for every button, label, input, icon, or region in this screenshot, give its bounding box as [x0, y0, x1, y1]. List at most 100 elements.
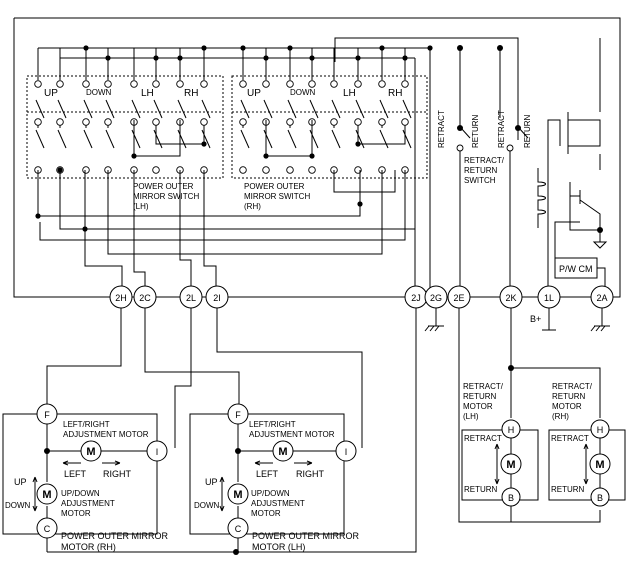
rmotor-lh-label-1: RETRACT/ — [463, 382, 504, 391]
label-lh-rh: LH — [343, 88, 356, 99]
switch-lh-contact-3 — [82, 48, 93, 174]
label-down-rh: DOWN — [290, 88, 316, 97]
junction-2K — [508, 365, 514, 371]
switch-rh-contact-1 — [239, 48, 250, 174]
motor-lr-lh-glyph: M — [278, 446, 287, 458]
switch-rh-contact-3 — [286, 48, 297, 174]
label-up-rh: UP — [247, 88, 261, 99]
retract-switch-label-2: RETURN — [464, 166, 498, 175]
lr-motor-rh-label-1: LEFT/RIGHT — [63, 420, 110, 429]
label-rh-lh: RH — [184, 88, 198, 99]
down-label-lh: DOWN — [194, 501, 220, 510]
connector-2G-label: 2G — [430, 293, 442, 303]
connector-1L-label: 1L — [544, 293, 554, 303]
pw-cm-label: P/W CM — [559, 264, 593, 274]
top-junctions — [35, 45, 433, 232]
ud-motor-rh-label-3: MOTOR — [61, 509, 91, 518]
wire-rh-lower — [333, 170, 396, 193]
rmotor-rh-glyph: M — [595, 459, 604, 471]
rmotor-lh-label-4: (LH) — [463, 412, 479, 421]
connector-2L-label: 2L — [186, 293, 196, 303]
retract-label-2: RETRACT — [497, 110, 506, 148]
motor-lr-rh-glyph: M — [86, 446, 95, 458]
wire-2I-down — [216, 308, 363, 448]
return-label-2: RETURN — [523, 114, 532, 148]
terminal-F-rh-label: F — [44, 410, 50, 420]
wire-lower-2 — [59, 170, 415, 230]
connector-2K-label: 2K — [505, 293, 516, 303]
motor-ud-rh — [36, 483, 58, 505]
rh-junction — [44, 448, 50, 454]
connectors: 2H 2C 2L 2I 2J 2G 2E 2K 1L 2A — [109, 285, 614, 309]
right-label-rh: RIGHT — [103, 469, 132, 479]
left-label-lh: LEFT — [256, 469, 279, 479]
mirror-motor-lh-box — [189, 413, 345, 535]
label-lh-lh: LH — [141, 88, 154, 99]
ud-motor-rh-label-2: ADJUSTMENT — [61, 499, 115, 508]
label-up-lh: UP — [44, 88, 58, 99]
wire-2E-down — [458, 308, 601, 523]
retract-return-switch — [456, 45, 529, 288]
relay-circuit — [537, 38, 608, 297]
b-plus-label: B+ — [530, 314, 541, 324]
wire-2H — [84, 170, 123, 288]
wire-2J-down — [236, 308, 417, 553]
rh-internal-link-2 — [357, 125, 406, 145]
switch-rh-contact-6 — [354, 48, 365, 174]
terminal-C-lh-label: C — [235, 524, 242, 534]
ud-motor-rh-label-1: UP/DOWN — [61, 489, 100, 498]
terminal-I-rh-label: I — [156, 447, 159, 457]
switch-lh-contact-7 — [176, 48, 187, 174]
switch-rh-box — [231, 75, 428, 179]
rmotor-rh-label-1: RETRACT/ — [552, 382, 593, 391]
wire-2C-down — [144, 308, 240, 404]
up-label-lh: UP — [205, 477, 218, 487]
ud-arrows-lh — [219, 476, 225, 512]
switch-lh-label-1: POWER OUTER — [133, 182, 194, 191]
switch-rh-contact-8 — [401, 48, 412, 174]
rmotor-rh-box — [548, 429, 626, 501]
switch-lh-contact-1 — [34, 48, 45, 174]
connector-2I-label: 2I — [213, 293, 221, 303]
switch-lh-label-2: MIRROR SWITCH — [133, 192, 199, 201]
label-rh-rh: RH — [388, 88, 402, 99]
terminal-F-lh-label: F — [235, 410, 241, 420]
wire-2L-down — [174, 308, 192, 448]
rmotor-rh-label-2: RETURN — [552, 392, 586, 401]
connector-2H-label: 2H — [115, 293, 127, 303]
connector-2C-label: 2C — [139, 293, 151, 303]
lh-junction — [235, 448, 241, 454]
wire-lower-4 — [107, 170, 383, 255]
wire-2K-down — [510, 308, 601, 418]
lr-arrows-rh — [62, 460, 121, 466]
mirror-rh-label-2: MOTOR (RH) — [61, 542, 116, 552]
retract-label-1: RETRACT — [437, 110, 446, 148]
switch-lh-contact-4 — [104, 48, 115, 174]
rh-internal-link-1 — [265, 120, 313, 157]
mirror-lh-label-2: MOTOR (LH) — [252, 542, 305, 552]
rmotor-lh-label-3: MOTOR — [463, 402, 493, 411]
rmotor-rh — [589, 453, 611, 475]
wire-lower-1 — [37, 170, 361, 217]
switch-lh-contact-6 — [152, 48, 163, 174]
down-label-rh: DOWN — [5, 501, 31, 510]
unit-boundary — [13, 17, 621, 298]
lr-arrows-lh — [254, 460, 313, 466]
switch-lh-box — [26, 75, 224, 179]
lh-internal-link-1 — [133, 120, 181, 157]
wire-2H-down — [46, 308, 122, 404]
ud-motor-lh-label-2: ADJUSTMENT — [251, 499, 305, 508]
connector-2A-label: 2A — [596, 293, 607, 303]
rmotor-rh-retract: RETRACT — [551, 434, 589, 443]
switch-rh-label-2: MIRROR SWITCH — [244, 192, 310, 201]
connector-2J-label: 2J — [411, 293, 421, 303]
ground-symbols — [424, 308, 610, 332]
switch-rh-contact-5 — [330, 48, 341, 174]
motor-lr-rh — [80, 440, 102, 462]
rmotor-lh-label-2: RETURN — [463, 392, 497, 401]
rmotor-lh — [500, 453, 522, 475]
up-label-rh: UP — [14, 477, 27, 487]
mirror-rh-label-1: POWER OUTER MIRROR — [61, 531, 168, 541]
switch-lh-contacts — [34, 48, 211, 174]
